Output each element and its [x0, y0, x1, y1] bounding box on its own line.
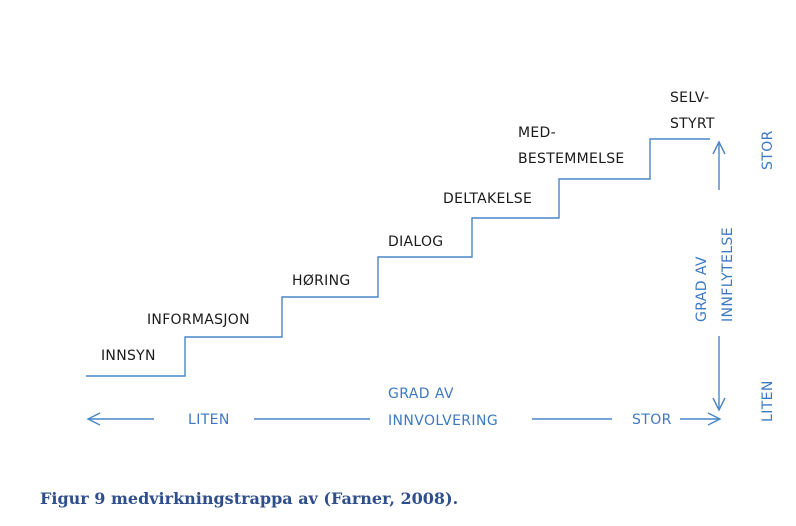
horizontal-axis: LITEN GRAD AV INNVOLVERING STOR — [86, 386, 722, 429]
vertical-axis-title-line2: INNFLYTELSE — [720, 227, 736, 322]
step-label-dialog: DIALOG — [388, 234, 443, 250]
horizontal-axis-right-arrowhead — [707, 412, 722, 426]
horizontal-axis-low-label: LITEN — [188, 412, 230, 428]
step-label-innsyn: INNSYN — [101, 348, 156, 364]
vertical-axis: GRAD AV INNFLYTELSE STOR LITEN — [694, 130, 776, 422]
step-label-medbestemmelse-line1: MED- — [518, 125, 556, 141]
step-label-deltakelse: DELTAKELSE — [443, 191, 532, 207]
vertical-axis-low-label: LITEN — [760, 380, 776, 422]
horizontal-axis-title-line2: INNVOLVERING — [388, 413, 498, 429]
vertical-axis-title-line1: GRAD AV — [694, 256, 710, 322]
step-label-medbestemmelse-line2: BESTEMMELSE — [518, 151, 625, 167]
step-label-informasjon: INFORMASJON — [147, 312, 250, 328]
figure-caption: Figur 9 medvirkningstrappa av (Farner, 2… — [40, 489, 459, 508]
step-label-selvstyrt-line2: STYRT — [670, 116, 715, 132]
staircase-line — [86, 138, 710, 377]
vertical-axis-high-label: STOR — [760, 130, 776, 170]
horizontal-axis-title-line1: GRAD AV — [388, 386, 454, 402]
horizontal-axis-high-label: STOR — [632, 412, 672, 428]
vertical-axis-bottom-arrowhead — [712, 397, 726, 412]
step-label-selvstyrt-line1: SELV- — [670, 90, 709, 106]
step-label-horing: HØRING — [292, 273, 351, 289]
